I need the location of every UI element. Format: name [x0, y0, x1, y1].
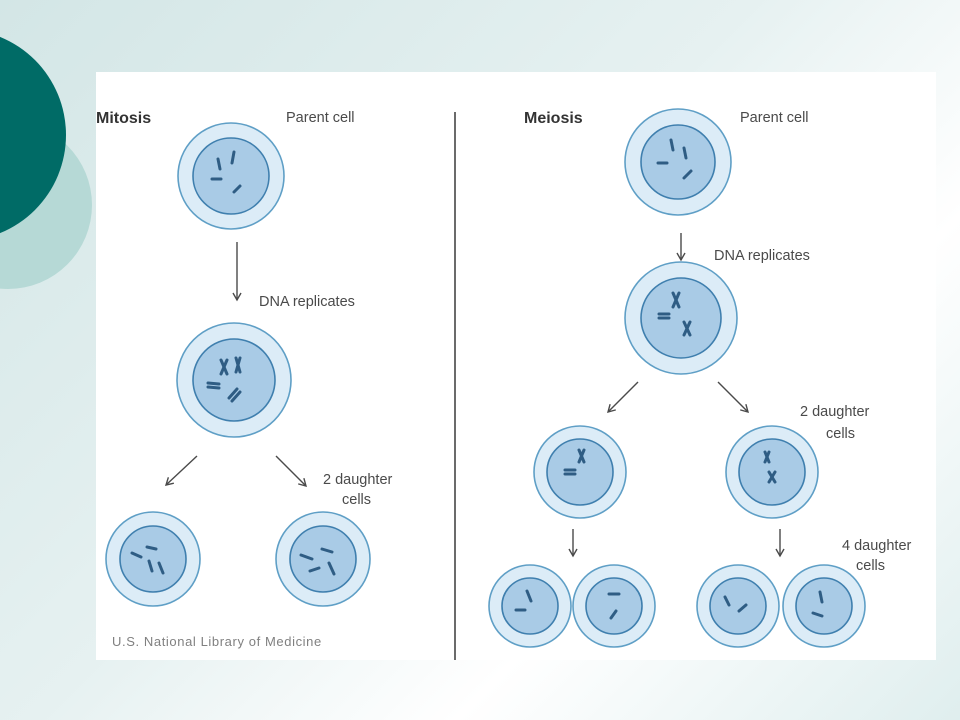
- meiosis-arrow-right: [717, 381, 749, 413]
- meiosis-arrow-left: [607, 381, 639, 413]
- meiosis-two-daughter-label-line1: 2 daughter: [800, 404, 870, 420]
- mitosis-arrow-left: [164, 455, 198, 486]
- meiosis-replicate-label: DNA replicates: [714, 248, 810, 264]
- meiosis-granddaughter-cell-2: [572, 564, 656, 648]
- meiosis-four-daughter-label-line1: 4 daughter: [842, 538, 912, 554]
- dark-teal-circle-decoration: [0, 36, 66, 234]
- mitosis-replicated-cell: [176, 322, 292, 438]
- meiosis-daughter-cell-right: [725, 425, 819, 519]
- meiosis-granddaughter-cell-4: [782, 564, 866, 648]
- meiosis-daughter-cell-left: [533, 425, 627, 519]
- mitosis-parent-label: Parent cell: [286, 110, 355, 126]
- mitosis-meiosis-diagram: Mitosis Parent cell DNA replicates: [96, 108, 912, 660]
- meiosis-two-daughter-label-line2: cells: [826, 426, 855, 442]
- image-credit: U.S. National Library of Medicine: [112, 634, 322, 649]
- mitosis-daughter-cell-right: [275, 511, 371, 607]
- mitosis-daughter-label-line1: 2 daughter: [323, 472, 393, 488]
- meiosis-granddaughter-cell-1: [488, 564, 572, 648]
- diagram-panel: Mitosis Parent cell DNA replicates: [96, 72, 936, 660]
- meiosis-parent-cell: [624, 108, 732, 216]
- meiosis-title: Meiosis: [524, 110, 583, 127]
- meiosis-four-daughter-label-line2: cells: [856, 558, 885, 574]
- mitosis-daughter-label-line2: cells: [342, 492, 371, 508]
- mitosis-daughter-cell-left: [105, 511, 201, 607]
- meiosis-replicated-cell: [624, 261, 738, 375]
- mitosis-parent-cell: [177, 122, 285, 230]
- meiosis-parent-label: Parent cell: [740, 110, 809, 126]
- meiosis-granddaughter-cell-3: [696, 564, 780, 648]
- mitosis-replicate-label: DNA replicates: [259, 294, 355, 310]
- mitosis-title: Mitosis: [96, 110, 151, 127]
- mitosis-arrow-right: [275, 455, 307, 487]
